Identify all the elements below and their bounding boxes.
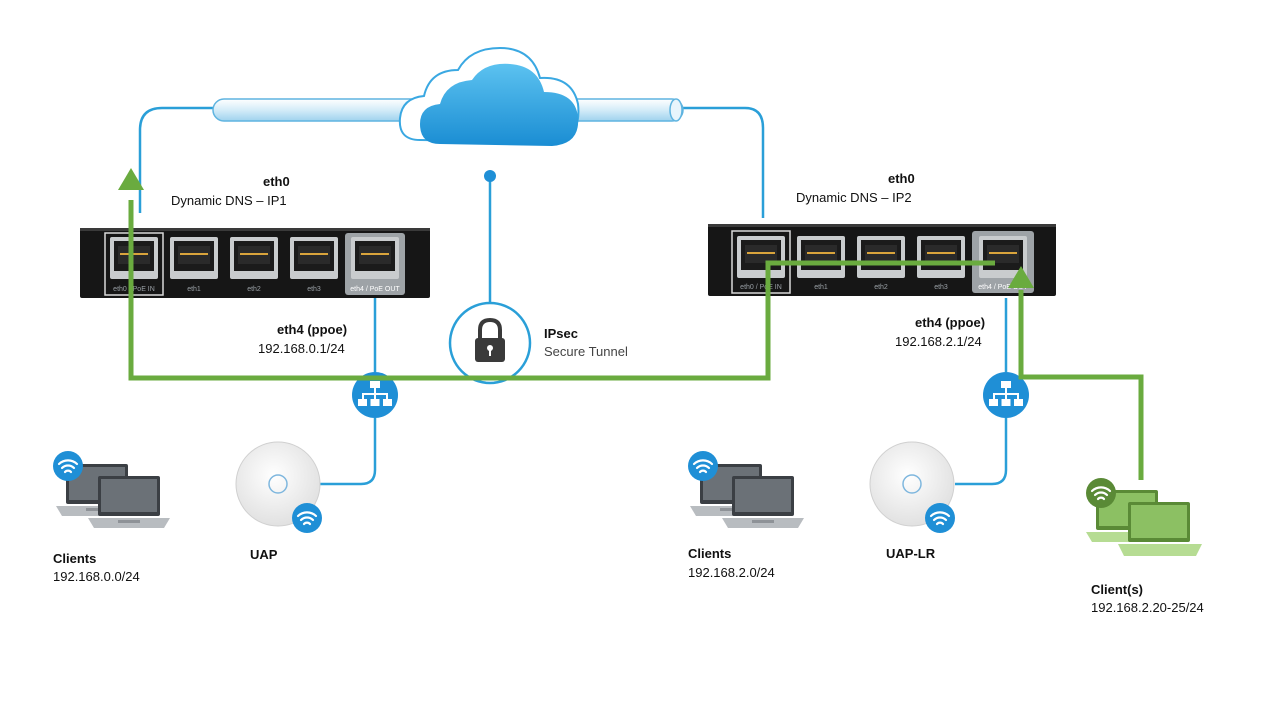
special-client-title: Client(s) <box>1091 582 1143 597</box>
right-wan-port-label: eth0 <box>888 171 915 186</box>
right-port-label-1: eth1 <box>814 284 828 291</box>
left-wan-desc: Dynamic DNS – IP1 <box>171 193 287 208</box>
left-lan-subnet: 192.168.0.1/24 <box>258 341 345 356</box>
tunnel-route-path <box>128 200 1144 480</box>
left-wan-port-label: eth0 <box>263 174 290 189</box>
left-port-label-3: eth3 <box>307 286 321 293</box>
right-clients-title: Clients <box>688 546 732 561</box>
right-router: eth0 / PoE IN eth1 eth2 eth3 eth4 / PoE … <box>708 224 1056 296</box>
cloud-icon <box>398 46 580 146</box>
right-ap-name: UAP-LR <box>886 546 936 561</box>
right-port-label-3: eth3 <box>934 284 948 291</box>
right-lan-port-label: eth4 (ppoe) <box>915 315 986 330</box>
left-lan-port-label: eth4 (ppoe) <box>277 322 348 337</box>
special-client-laptop-icon <box>1086 478 1202 556</box>
right-access-point-icon <box>869 441 957 535</box>
left-port-label-4: eth4 / PoE OUT <box>350 286 400 293</box>
right-wan-desc: Dynamic DNS – IP2 <box>796 190 912 205</box>
right-lan-subnet: 192.168.2.1/24 <box>895 334 982 349</box>
lan-links <box>320 298 1008 486</box>
left-clients-title: Clients <box>53 551 97 566</box>
cloud-link-node <box>484 170 496 182</box>
right-clients-laptop-icon <box>686 449 804 528</box>
left-port-label-0: eth0 / PoE IN <box>113 286 155 293</box>
right-port-label-4: eth4 / PoE OUT <box>978 284 1028 291</box>
tunnel-subtitle: Secure Tunnel <box>544 344 628 359</box>
special-client-subnet: 192.168.2.20-25/24 <box>1091 600 1204 615</box>
left-clients-subnet: 192.168.0.0/24 <box>53 569 140 584</box>
left-access-point-icon <box>235 441 324 535</box>
right-port-label-2: eth2 <box>874 284 888 291</box>
left-ap-name: UAP <box>250 547 278 562</box>
tunnel-title: IPsec <box>544 326 578 341</box>
route-arrow-right <box>1008 266 1034 288</box>
left-clients-laptop-icon <box>51 449 170 528</box>
lock-icon <box>448 301 532 385</box>
left-port-label-1: eth1 <box>187 286 201 293</box>
left-port-label-2: eth2 <box>247 286 261 293</box>
left-router: eth0 / PoE IN eth1 eth2 eth3 eth4 / PoE … <box>80 228 430 298</box>
right-clients-subnet: 192.168.2.0/24 <box>688 565 775 580</box>
route-arrow-left <box>118 168 144 190</box>
right-port-label-0: eth0 / PoE IN <box>740 284 782 291</box>
wan-links <box>138 106 765 308</box>
